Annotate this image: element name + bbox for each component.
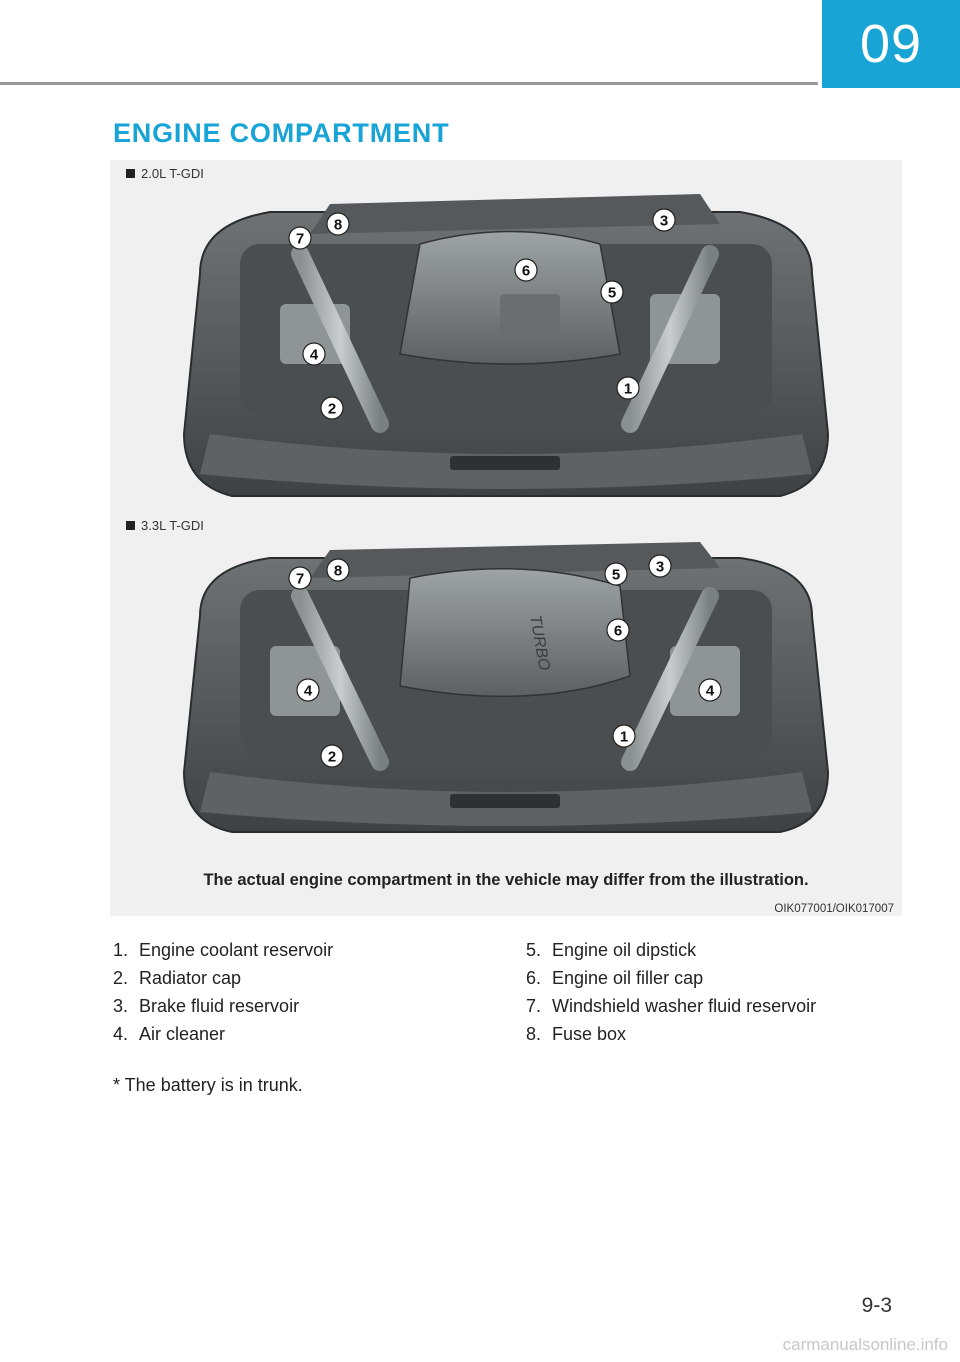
list-item: 1.Engine coolant reservoir [113,940,334,960]
section-title: ENGINE COMPARTMENT [113,118,450,148]
callout-8: 8 [326,558,350,582]
svg-text:4: 4 [310,347,319,364]
list-item: 6.Engine oil filler cap [526,968,704,988]
list-item: 4.Air cleaner [113,1024,226,1044]
legend-list-left: 1.Engine coolant reservoir 2.Radiator ca… [113,940,333,1052]
figure-caption: The actual engine compartment in the veh… [203,871,809,889]
square-bullet-icon [126,169,135,178]
callout-7: 7 [288,226,312,250]
svg-text:8: 8 [334,563,342,580]
header-rule [0,82,818,85]
page-number: 9-3 [861,1294,892,1317]
figure-code: OIK077001/OIK017007 [774,903,894,915]
callout-3: 3 [648,554,672,578]
callout-2: 2 [320,744,344,768]
callout-3: 3 [652,208,676,232]
svg-text:7: 7 [296,571,304,588]
callout-1: 1 [616,376,640,400]
list-item: 5.Engine oil dipstick [526,940,697,960]
engine-illustration-3.3: TURBO 7 8 5 3 6 4 4 1 2 [182,542,830,833]
callout-5: 5 [604,562,628,586]
chapter-number: 09 [859,14,923,74]
callout-7: 7 [288,566,312,590]
variant-label-text: 2.0L T-GDI [141,166,204,181]
list-item: 7.Windshield washer fluid reservoir [526,996,817,1016]
svg-text:6: 6 [522,263,530,280]
svg-text:8: 8 [334,217,342,234]
svg-text:2: 2 [328,749,336,766]
callout-6: 6 [606,618,630,642]
legend-list-right: 5.Engine oil dipstick 6.Engine oil fille… [526,940,816,1052]
square-bullet-icon [126,521,135,530]
chapter-tab: 09 [822,0,960,88]
svg-text:1: 1 [624,381,632,398]
svg-text:4: 4 [304,683,313,700]
callout-5: 5 [600,280,624,304]
callout-2: 2 [320,396,344,420]
svg-text:3: 3 [660,213,668,230]
list-item: 3.Brake fluid reservoir [113,996,300,1016]
watermark: carmanualsonline.info [782,1335,948,1354]
svg-text:3: 3 [656,559,664,576]
callout-6: 6 [514,258,538,282]
list-item: 8.Fuse box [526,1024,627,1044]
callout-1: 1 [612,724,636,748]
callout-4-right: 4 [698,678,722,702]
svg-text:2: 2 [328,401,336,418]
engine-illustration-2.0: 7 8 3 6 5 4 1 2 [182,194,830,497]
svg-text:7: 7 [296,231,304,248]
callout-8: 8 [326,212,350,236]
svg-text:6: 6 [614,623,622,640]
svg-text:5: 5 [612,567,620,584]
list-item: 2.Radiator cap [113,968,242,988]
battery-note: * The battery is in trunk. [113,1075,303,1095]
svg-text:1: 1 [620,729,628,746]
variant-label-text: 3.3L T-GDI [141,518,204,533]
callout-4-left: 4 [296,678,320,702]
variant-label-2.0: 2.0L T-GDI [126,166,204,181]
engine-figure-panel: 2.0L T-GDI 7 8 3 6 5 [110,160,902,916]
variant-label-3.3: 3.3L T-GDI [126,518,204,533]
svg-text:4: 4 [706,683,715,700]
callout-4: 4 [302,342,326,366]
svg-text:5: 5 [608,285,616,302]
